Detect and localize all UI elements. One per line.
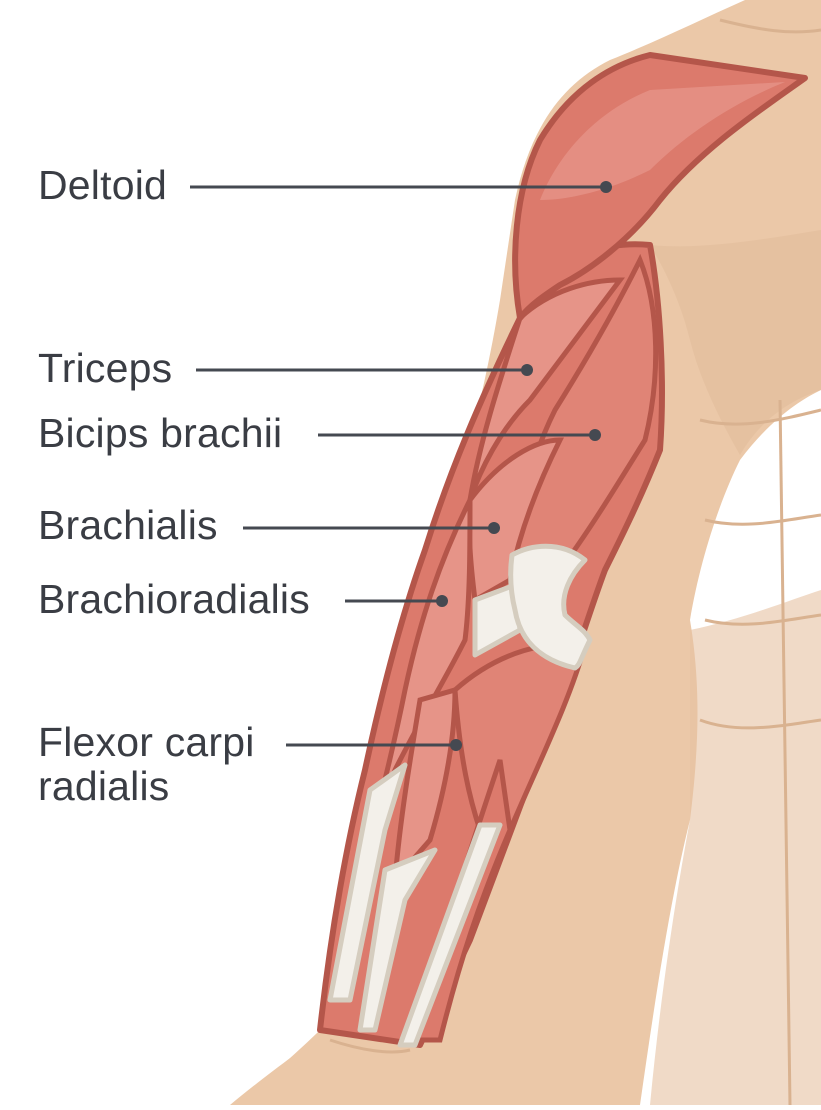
- leader-dot-biceps: [589, 429, 601, 441]
- label-flexor-line1: Flexor carpi: [38, 719, 255, 765]
- leader-dot-triceps: [521, 364, 533, 376]
- label-triceps: Triceps: [38, 345, 173, 391]
- leader-dot-brachialis: [488, 522, 500, 534]
- label-brachioradialis: Brachioradialis: [38, 576, 310, 622]
- label-flexor-carpi-radialis: Flexor carpi radialis: [38, 720, 255, 808]
- leader-lines: [190, 181, 612, 751]
- tendons: [327, 543, 593, 1048]
- label-flexor-line2: radialis: [38, 763, 170, 809]
- label-deltoid: Deltoid: [38, 162, 168, 208]
- leader-dot-brachioradialis: [436, 595, 448, 607]
- label-biceps-brachii: Bicips brachii: [38, 410, 283, 456]
- leader-dot-flexor: [450, 739, 462, 751]
- leader-dot-deltoid: [600, 181, 612, 193]
- label-brachialis: Brachialis: [38, 502, 218, 548]
